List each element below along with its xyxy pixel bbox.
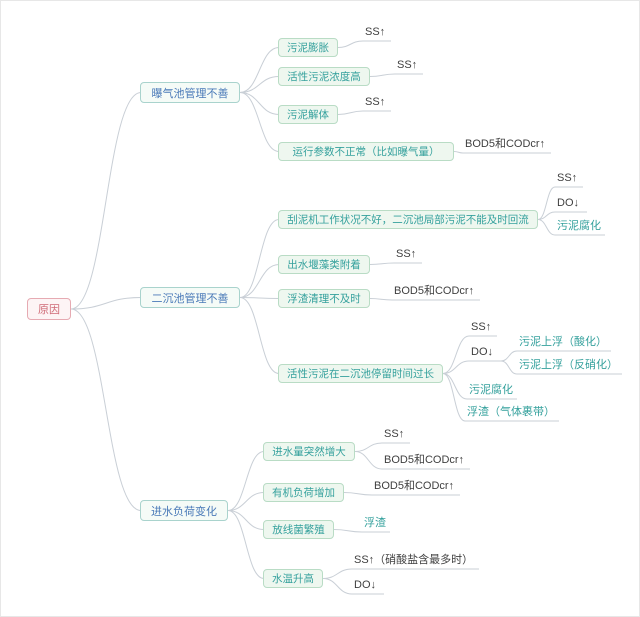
annotation-do-down[interactable]: DO↓ (354, 579, 376, 591)
annotation-scum[interactable]: 浮渣 (364, 517, 386, 529)
connector-edge (369, 73, 396, 77)
annotation-scum-gas-entrainment[interactable]: 浮渣（气体裹带） (467, 406, 555, 418)
connector-edge (239, 264, 280, 298)
annotation-underlines (352, 40, 622, 595)
connector-edge (239, 297, 280, 299)
topic-water-temperature-rise[interactable]: 水温升高 (263, 569, 323, 588)
annotation-sludge-septicity[interactable]: 污泥腐化 (469, 384, 513, 396)
annotation-sludge-floating-denitrification[interactable]: 污泥上浮（反硝化） (519, 359, 618, 371)
connector-edge (369, 262, 395, 265)
annotation-do-down[interactable]: DO↓ (557, 197, 579, 209)
connector-edge (239, 92, 280, 152)
annotation-bod-cod-up[interactable]: BOD5和CODcr↑ (394, 285, 475, 297)
connector-edge (227, 510, 265, 530)
connector-edge (500, 360, 518, 375)
connector-edge (227, 451, 265, 511)
connector-edge (343, 492, 373, 496)
connector-edge (239, 219, 280, 298)
connector-edge (322, 568, 353, 579)
topic-high-mlss-concentration[interactable]: 活性污泥浓度高 (278, 67, 370, 86)
connector-edge (227, 510, 265, 579)
annotation-ss-up[interactable]: SS↑ (365, 96, 386, 108)
connector-edge (442, 360, 470, 374)
topic-sludge-bulking[interactable]: 污泥膨胀 (278, 38, 338, 57)
connector-edge (337, 110, 364, 115)
annotation-ss-up-nitrate-peak[interactable]: SS↑（硝酸盐含最多时） (354, 554, 474, 566)
connector-edge (369, 298, 393, 301)
topic-organic-load-increase[interactable]: 有机负荷增加 (263, 483, 344, 502)
annotation-ss-up[interactable]: SS↑ (396, 248, 417, 260)
annotation-bod-cod-up[interactable]: BOD5和CODcr↑ (374, 480, 455, 492)
annotation-ss-up[interactable]: SS↑ (384, 428, 405, 440)
connector-edge (333, 529, 363, 533)
connector-edge (354, 451, 383, 470)
annotation-bod-cod-up[interactable]: BOD5和CODcr↑ (384, 454, 465, 466)
branch-influent-load-change[interactable]: 进水负荷变化 (140, 500, 228, 521)
topic-sludge-disintegration[interactable]: 污泥解体 (278, 105, 338, 124)
annotation-sludge-floating-acidification[interactable]: 污泥上浮（酸化） (519, 336, 607, 348)
connector-edge (70, 308, 142, 511)
connector-edge (453, 151, 464, 154)
branch-secondary-clarifier-management[interactable]: 二沉池管理不善 (140, 287, 240, 308)
branch-connectors (70, 47, 280, 579)
connector-edge (500, 350, 518, 362)
topic-long-clarifier-retention-time[interactable]: 活性污泥在二沉池停留时间过长 (278, 364, 443, 383)
connector-edge (70, 92, 142, 310)
connector-edge (322, 578, 353, 595)
connector-edge (239, 297, 280, 374)
connector-edge (442, 373, 466, 422)
connector-edge (227, 492, 265, 511)
annotation-ss-up[interactable]: SS↑ (557, 172, 578, 184)
connector-edge (537, 219, 556, 236)
branch-aeration-tank-management[interactable]: 曝气池管理不善 (140, 82, 240, 103)
connector-edge (442, 335, 470, 374)
root-topic-cause[interactable]: 原因 (27, 298, 71, 320)
connector-edge (70, 297, 142, 310)
annotation-ss-up[interactable]: SS↑ (365, 26, 386, 38)
topic-abnormal-operating-parameters[interactable]: 运行参数不正常（比如曝气量） (278, 142, 454, 161)
topic-influent-flow-surge[interactable]: 进水量突然增大 (263, 442, 355, 461)
annotation-sludge-septicity[interactable]: 污泥腐化 (557, 220, 601, 232)
annotation-ss-up[interactable]: SS↑ (471, 321, 492, 333)
annotation-connectors (322, 40, 556, 595)
annotation-do-down[interactable]: DO↓ (471, 346, 493, 358)
connector-edge (239, 92, 280, 115)
topic-actinomycetes-growth[interactable]: 放线菌繁殖 (263, 520, 334, 539)
connector-edge (337, 40, 364, 48)
connector-edge (239, 47, 280, 93)
connector-edge (354, 442, 383, 452)
annotation-ss-up[interactable]: SS↑ (397, 59, 418, 71)
connector-edge (537, 186, 556, 220)
topic-scum-cleanup-delay[interactable]: 浮渣清理不及时 (278, 289, 370, 308)
topic-weir-algae-attachment[interactable]: 出水堰藻类附着 (278, 255, 370, 274)
annotation-bod-cod-up[interactable]: BOD5和CODcr↑ (465, 138, 546, 150)
topic-scraper-malfunction-no-return-flow[interactable]: 刮泥机工作状况不好，二沉池局部污泥不能及时回流 (278, 210, 538, 229)
connector-edge (239, 76, 280, 93)
connector-edge (442, 373, 468, 400)
